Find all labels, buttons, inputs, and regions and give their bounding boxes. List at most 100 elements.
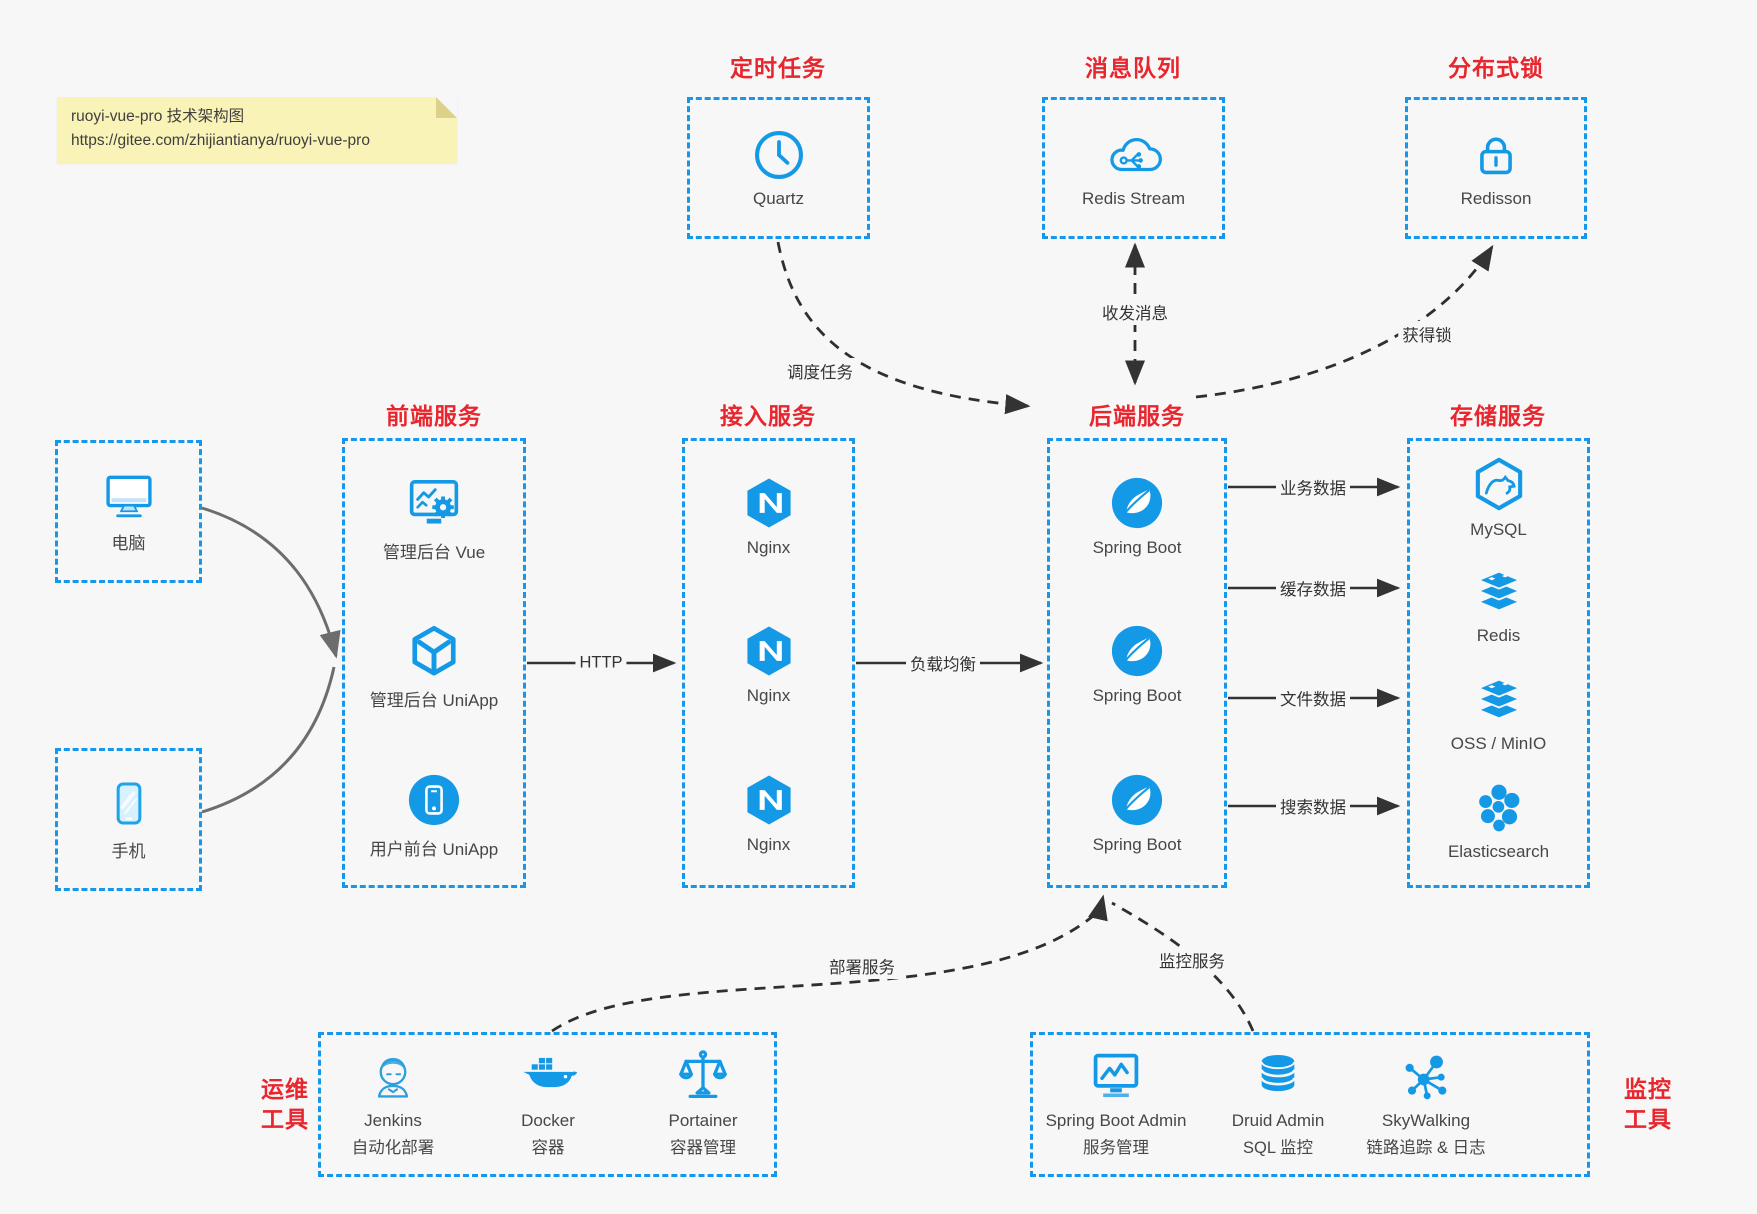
tool-name: Druid Admin: [1231, 1111, 1325, 1130]
tool-name: SkyWalking: [1381, 1111, 1471, 1130]
title-monitoring-tools: 监控 工具: [1624, 1076, 1672, 1133]
lock-icon: [1469, 128, 1523, 182]
node-label: MySQL: [1470, 520, 1527, 539]
group-gateway: Nginx Nginx Nginx: [682, 438, 855, 888]
sticky-note: ruoyi-vue-pro 技术架构图 https://gitee.com/zh…: [57, 97, 457, 163]
edge-label-deploy: 部署服务: [825, 953, 899, 979]
node-label: Spring Boot: [1092, 538, 1182, 557]
node-portainer: Portainer 容器管理: [608, 1048, 798, 1158]
node-admin-uniapp: 管理后台 UniApp: [345, 623, 523, 711]
tool-desc: 服务管理: [1083, 1139, 1149, 1157]
node-nginx-2: Nginx: [685, 623, 852, 706]
note-title: ruoyi-vue-pro 技术架构图: [71, 108, 245, 125]
elasticsearch-icon: [1410, 781, 1587, 835]
node-label: OSS / MinIO: [1450, 734, 1547, 753]
tool-desc: 自动化部署: [351, 1139, 435, 1157]
node-docker: Docker 容器: [453, 1048, 643, 1158]
desktop-icon: [101, 470, 157, 522]
node-label: Spring Boot: [1092, 835, 1182, 854]
edge-label-business-data: 业务数据: [1276, 474, 1350, 500]
phone-circle-icon: [345, 772, 523, 828]
edge-label-http: HTTP: [575, 652, 627, 674]
nginx-icon: [685, 623, 852, 679]
edge-label-file-data: 文件数据: [1276, 685, 1350, 711]
node-springboot-3: Spring Boot: [1050, 772, 1224, 855]
tool-name: Docker: [521, 1111, 575, 1130]
mysql-icon: [1410, 455, 1587, 513]
node-computer: 电脑: [55, 440, 202, 583]
node-label: Nginx: [746, 686, 791, 705]
title-gateway: 接入服务: [720, 403, 816, 429]
redis-stack-icon: [1410, 563, 1587, 619]
edge-label-load-balance: 负载均衡: [906, 650, 980, 676]
tool-name: Portainer: [668, 1111, 738, 1130]
edge-computer-frontend: [201, 506, 341, 659]
edge-label-messages: 收发消息: [1098, 299, 1172, 325]
node-quartz: Quartz: [687, 97, 870, 239]
cloud-hub-icon: [1105, 128, 1163, 182]
edge-label-get-lock: 获得锁: [1398, 321, 1456, 347]
node-label: Redis Stream: [1082, 188, 1185, 208]
edge-phone-frontend: [201, 666, 336, 814]
scales-icon: [608, 1048, 798, 1104]
node-redis-stream: Redis Stream: [1042, 97, 1225, 239]
node-label: Nginx: [746, 835, 791, 854]
edge-label-search-data: 搜索数据: [1276, 793, 1350, 819]
node-nginx-3: Nginx: [685, 772, 852, 855]
device-label: 手机: [111, 841, 146, 861]
title-storage: 存储服务: [1450, 403, 1546, 429]
title-backend: 后端服务: [1089, 403, 1185, 429]
tool-desc: 链路追踪 & 日志: [1366, 1139, 1486, 1157]
node-jenkins: Jenkins 自动化部署: [298, 1048, 488, 1158]
node-redisson: Redisson: [1405, 97, 1587, 239]
edge-label-monitor: 监控服务: [1155, 947, 1229, 973]
node-phone: 手机: [55, 748, 202, 891]
device-label: 电脑: [111, 533, 146, 553]
tool-name: Jenkins: [364, 1111, 422, 1130]
node-admin-vue: 管理后台 Vue: [345, 475, 523, 563]
group-monitoring-tools: Spring Boot Admin 服务管理 Druid Admin SQL 监…: [1030, 1032, 1590, 1177]
monitor-chart-icon: [1006, 1048, 1226, 1104]
node-springboot-admin: Spring Boot Admin 服务管理: [1006, 1048, 1226, 1158]
node-oss-minio: OSS / MinIO: [1410, 671, 1587, 754]
node-elasticsearch: Elasticsearch: [1410, 781, 1587, 862]
redis-stack-icon: [1410, 671, 1587, 727]
group-backend: Spring Boot Spring Boot Spring Boot: [1047, 438, 1227, 888]
title-lock: 分布式锁: [1448, 55, 1544, 81]
database-icon: [1183, 1048, 1373, 1104]
title-frontend: 前端服务: [386, 403, 482, 429]
node-user-uniapp: 用户前台 UniApp: [345, 772, 523, 860]
title-ops-tools: 运维 工具: [261, 1076, 309, 1133]
nginx-icon: [685, 475, 852, 531]
title-mq: 消息队列: [1085, 55, 1181, 81]
edge-label-schedule: 调度任务: [783, 358, 857, 384]
node-cluster-icon: [1316, 1048, 1536, 1104]
node-springboot-1: Spring Boot: [1050, 475, 1224, 558]
group-frontend: 管理后台 Vue 管理后台 UniApp 用户前台 UniApp: [342, 438, 526, 888]
node-label: 管理后台 UniApp: [369, 691, 499, 710]
node-druid-admin: Druid Admin SQL 监控: [1183, 1048, 1373, 1158]
node-label: 管理后台 Vue: [382, 543, 486, 562]
node-redis: Redis: [1410, 563, 1587, 646]
jenkins-icon: [298, 1048, 488, 1104]
node-skywalking: SkyWalking 链路追踪 & 日志: [1316, 1048, 1536, 1158]
cube-icon: [345, 623, 523, 679]
node-label: Elasticsearch: [1447, 842, 1550, 861]
spring-icon: [1050, 475, 1224, 531]
node-label: Redis: [1476, 626, 1521, 645]
clock-icon: [752, 128, 806, 182]
group-ops-tools: Jenkins 自动化部署: [318, 1032, 777, 1177]
tool-name: Spring Boot Admin: [1045, 1111, 1187, 1130]
tool-desc: 容器管理: [670, 1139, 736, 1157]
docker-icon: [453, 1048, 643, 1104]
node-label: Redisson: [1460, 188, 1532, 208]
node-label: Nginx: [746, 538, 791, 557]
spring-icon: [1050, 623, 1224, 679]
tool-desc: SQL 监控: [1243, 1139, 1313, 1157]
node-label: Quartz: [752, 188, 805, 208]
mobile-icon: [103, 778, 155, 830]
spring-icon: [1050, 772, 1224, 828]
group-storage: MySQL Redis: [1407, 438, 1590, 888]
node-nginx-1: Nginx: [685, 475, 852, 558]
